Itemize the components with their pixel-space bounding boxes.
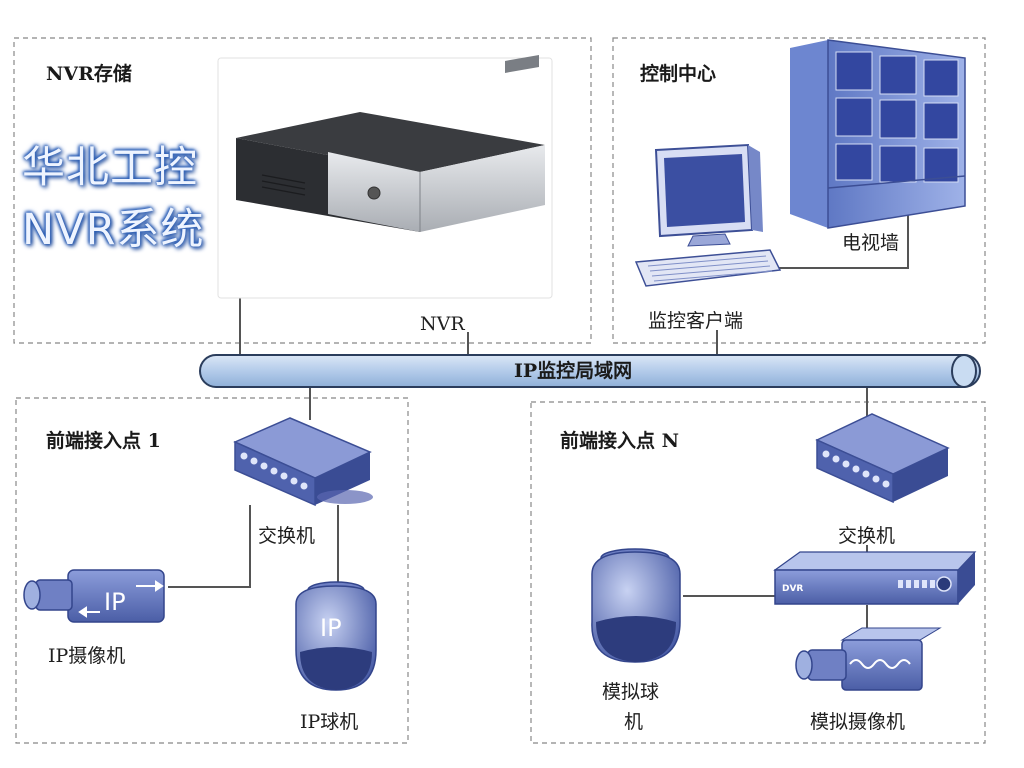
tv-wall-label: 电视墙 bbox=[842, 232, 899, 254]
region-nvr-storage bbox=[13, 37, 592, 344]
nvr-label: NVR bbox=[420, 313, 465, 335]
connection-lines bbox=[168, 205, 909, 630]
ip-camera-mark: IP bbox=[104, 588, 126, 616]
ip-camera-label: IP摄像机 bbox=[48, 645, 125, 667]
region-label-nvr-storage: NVR存储 bbox=[46, 62, 132, 85]
ip-dome-mark: IP bbox=[320, 614, 342, 642]
ip-lan-label: IP监控局域网 bbox=[514, 359, 632, 382]
analog-dome-camera bbox=[591, 548, 681, 663]
ip-dome-camera: IP bbox=[295, 581, 377, 691]
dvr-badge: DVR bbox=[782, 584, 803, 594]
ip-lan-bus: IP监控局域网 bbox=[199, 354, 981, 388]
analog-camera-label: 模拟摄像机 bbox=[810, 711, 905, 733]
ip-dome-label: IP球机 bbox=[300, 711, 358, 733]
tv-wall bbox=[790, 39, 966, 229]
monitor-client-computer bbox=[634, 143, 782, 287]
monitor-client-label: 监控客户端 bbox=[648, 310, 743, 332]
switch-1 bbox=[233, 417, 373, 507]
analog-dome-label-line2: 机 bbox=[624, 711, 643, 733]
brand-line-2: NVR系统 bbox=[22, 205, 205, 255]
region-control-center bbox=[612, 37, 986, 344]
dvr-device: DVR bbox=[773, 551, 977, 605]
switch-n bbox=[815, 413, 950, 504]
nvr-photo-panel bbox=[217, 54, 553, 299]
region-frontend-n bbox=[530, 401, 986, 744]
analog-dome-label-line1: 模拟球 bbox=[602, 681, 659, 703]
region-label-frontend-1: 前端接入点 1 bbox=[46, 429, 161, 452]
region-label-control-center: 控制中心 bbox=[640, 62, 716, 85]
switch-n-label: 交换机 bbox=[838, 525, 895, 547]
analog-camera bbox=[795, 627, 942, 691]
ip-camera: IP bbox=[23, 569, 165, 623]
brand-line-1: 华北工控 bbox=[22, 143, 198, 193]
switch-1-label: 交换机 bbox=[258, 525, 315, 547]
region-label-frontend-n: 前端接入点 N bbox=[560, 429, 679, 452]
